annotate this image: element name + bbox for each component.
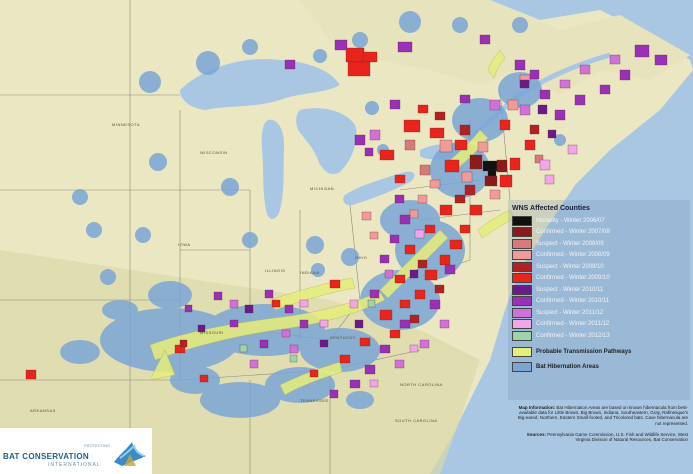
place-label-michigan: MICHIGAN [310, 186, 334, 191]
place-label-missouri: MISSOURI [200, 330, 224, 335]
logo-text-line1: BAT CONSERVATION [3, 452, 89, 461]
place-label-ohio: OHIO [355, 255, 368, 260]
legend-swatch-pathways [512, 347, 532, 358]
bci-logo: PROTECTING BAT CONSERVATION INTERNATIONA… [0, 428, 152, 474]
map-legend: WNS Affected Counties Mortality - Winter… [512, 205, 688, 373]
bat-wing-icon [114, 442, 146, 466]
legend-label: Confirmed - Winter 2012/13 [536, 332, 610, 339]
map-information: Map Information: Bat Hibernation Areas a… [512, 405, 688, 442]
legend-swatch [512, 261, 532, 272]
legend-title: WNS Affected Counties [512, 205, 590, 212]
place-label-tennessee: TENNESSEE [300, 398, 329, 403]
legend-item-pathways: Probable Transmission Pathways [512, 347, 688, 359]
place-label-south-carolina: SOUTH CAROLINA [395, 418, 438, 423]
place-label-minnesota: MINNESOTA [112, 122, 140, 127]
legend-swatch [512, 238, 532, 249]
legend-swatch [512, 330, 532, 341]
legend-item: Confirmed - Winter 2012/13 [512, 330, 688, 342]
legend-label: Suspect - Winter 2009/10 [536, 263, 604, 270]
legend-label: Mortality - Winter 2006/07 [536, 217, 605, 224]
legend-label: Confirmed - Winter 2009/10 [536, 275, 610, 282]
affected-counties [25, 34, 668, 399]
legend-swatch [512, 319, 532, 330]
legend-item: Confirmed - Winter 2007/08 [512, 227, 688, 239]
legend-label: Confirmed - Winter 2008/09 [536, 252, 610, 259]
place-label-illinois: ILLINOIS [265, 268, 286, 273]
legend-item: Confirmed - Winter 2011/12 [512, 319, 688, 331]
legend-swatch [512, 296, 532, 307]
legend-label: Confirmed - Winter 2011/12 [536, 321, 610, 328]
legend-swatch [512, 284, 532, 295]
sources-paragraph: Sources: Pennsylvania Game Commission, U… [512, 432, 688, 442]
legend-swatch [512, 273, 532, 284]
legend-item-hibernation: Bat Hibernation Areas [512, 361, 688, 373]
sources-label: Sources: [526, 431, 547, 437]
map-info-text: Bat Hibernation Areas are based on known… [517, 405, 688, 426]
legend-item: Suspect - Winter 2008/09 [512, 238, 688, 250]
place-label-kentucky: KENTUCKY [330, 335, 356, 340]
lake-superior [180, 59, 340, 110]
legend-swatch-hibernation [512, 361, 532, 372]
lake-huron [296, 108, 357, 175]
legend-label: Suspect - Winter 2008/09 [536, 240, 604, 247]
place-label-iowa: IOWA [178, 242, 191, 247]
place-label-indiana: INDIANA [300, 270, 320, 275]
legend-item: Mortality - Winter 2006/07 [512, 215, 688, 227]
legend-item: Confirmed - Winter 2010/11 [512, 296, 688, 308]
legend-item: Confirmed - Winter 2008/09 [512, 250, 688, 262]
legend-background [508, 200, 690, 400]
legend-label-pathways: Probable Transmission Pathways [536, 349, 632, 356]
lake-michigan [261, 119, 285, 219]
legend-item: Suspect - Winter 2010/11 [512, 284, 688, 296]
legend-swatch [512, 250, 532, 261]
map-info-paragraph: Map Information: Bat Hibernation Areas a… [512, 405, 688, 426]
sources-text: Pennsylvania Game Commission, U.S. Fish … [547, 431, 688, 443]
legend-label: Confirmed - Winter 2010/11 [536, 298, 610, 305]
map-info-label: Map Information: [518, 405, 556, 410]
legend-swatch [512, 307, 532, 318]
place-label-arkansas: ARKANSAS [30, 408, 56, 413]
legend-label: Suspect - Winter 2011/12 [536, 309, 604, 316]
legend-item: Confirmed - Winter 2009/10 [512, 273, 688, 285]
legend-label: Suspect - Winter 2010/11 [536, 286, 604, 293]
legend-label-hibernation: Bat Hibernation Areas [536, 363, 599, 370]
logo-small-text: PROTECTING [84, 443, 111, 448]
legend-label: Confirmed - Winter 2007/08 [536, 229, 610, 236]
place-label-wisconsin: WISCONSIN [200, 150, 228, 155]
logo-text-line2: INTERNATIONAL [48, 462, 101, 468]
legend-swatch [512, 227, 532, 238]
canada-land [300, 0, 690, 95]
place-label-north-carolina: NORTH CAROLINA [400, 382, 443, 387]
legend-item: Suspect - Winter 2011/12 [512, 307, 688, 319]
legend-swatch [512, 215, 532, 226]
legend-item: Suspect - Winter 2009/10 [512, 261, 688, 273]
